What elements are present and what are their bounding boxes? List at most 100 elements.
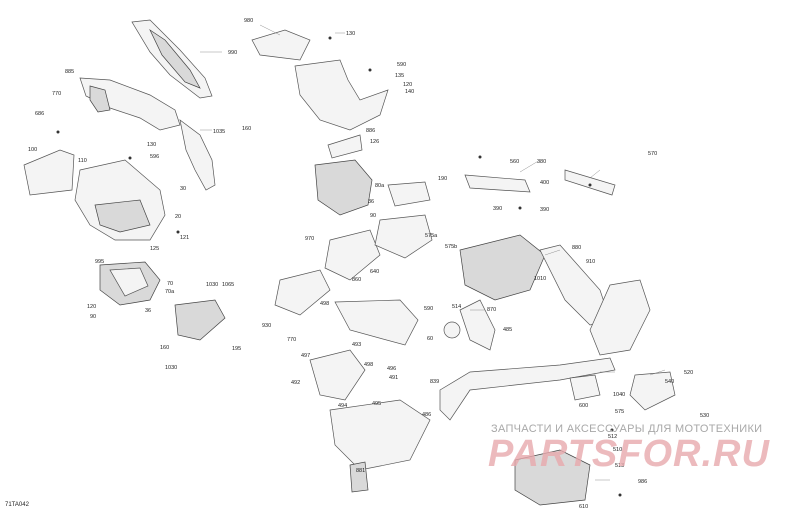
callout-label: 485 [503, 327, 512, 333]
callout-label: 491 [389, 375, 398, 381]
callout-label: 140 [405, 89, 414, 95]
callout-label: 160 [242, 126, 251, 132]
callout-label: 575 [615, 409, 624, 415]
callout-label: 160 [160, 345, 169, 351]
callout-label: 860 [352, 277, 361, 283]
callout-label: 492 [291, 380, 300, 386]
callout-label: 125 [150, 246, 159, 252]
callout-label: 486 [422, 412, 431, 418]
callout-label: 514 [452, 304, 461, 310]
callout-label: 839 [430, 379, 439, 385]
callout-label: 640 [370, 269, 379, 275]
callout-label: 590 [397, 62, 406, 68]
callout-label: 970 [305, 236, 314, 242]
callout-label: 497 [301, 353, 310, 359]
callout-label: 1065 [222, 282, 234, 288]
callout-label: 980 [244, 18, 253, 24]
callout-label: 575b [445, 244, 457, 250]
callout-label: 530 [700, 413, 709, 419]
callout-label: 540 [665, 379, 674, 385]
callout-label: 498 [364, 362, 373, 368]
callout-label: 70a [165, 289, 175, 295]
callout-label: 520 [684, 370, 693, 376]
callout-label: 1010 [534, 276, 546, 282]
callout-label: 1035 [213, 129, 225, 135]
callout-label: 496 [387, 366, 396, 372]
callout-label: 126 [370, 139, 379, 145]
callout-label: 110 [78, 158, 87, 164]
callout-label: 995 [95, 259, 104, 265]
callout-label: 495 [372, 401, 381, 407]
callout-label: 1030 [165, 365, 177, 371]
callout-label: 885 [65, 69, 74, 75]
left-bracket [99, 261, 161, 306]
callout-label: 36 [368, 199, 374, 205]
callout-label: 886 [366, 128, 375, 134]
callout-label: 195 [232, 346, 241, 352]
callout-label: 90 [370, 213, 376, 219]
fasteners [56, 36, 622, 497]
callout-label: 60 [427, 336, 433, 342]
callout-label: 80a [375, 183, 385, 189]
callout-label: 990 [228, 50, 237, 56]
callout-label: 498 [320, 301, 329, 307]
callout-label: 493 [352, 342, 361, 348]
callout-label: 570 [648, 151, 657, 157]
callout-label: 130 [147, 142, 156, 148]
callout-label: 880 [572, 245, 581, 251]
callout-label: 1030 [206, 282, 218, 288]
upper-fairing [131, 19, 213, 99]
callout-label: 686 [35, 111, 44, 117]
headlamp [514, 371, 676, 506]
callout-label: 20 [175, 214, 181, 220]
top-housing [251, 29, 389, 131]
callout-label: 121 [180, 235, 189, 241]
callout-label: 494 [338, 403, 347, 409]
callout-label: 575a [425, 233, 438, 239]
callout-label: 881 [356, 468, 365, 474]
front-bumper [439, 299, 616, 421]
callout-label: 910 [586, 259, 595, 265]
mid-panels [274, 214, 433, 346]
callout-label: 130 [346, 31, 355, 37]
diagram-code: 71TA042 [5, 502, 29, 508]
callout-label: 380 [537, 159, 546, 165]
callout-label: 770 [52, 91, 61, 97]
watermark-caption: ЗАПЧАСТИ И АКСЕССУАРЫ ДЛЯ МОТОТЕХНИКИ [491, 423, 763, 435]
right-side-panel [539, 244, 651, 356]
callout-labels: 980 130 990 135 120 140 590 886 126 885 … [28, 18, 709, 510]
callout-label: 513 [615, 463, 624, 469]
callout-label: 36 [145, 308, 151, 314]
callout-label: 1040 [613, 392, 625, 398]
front-rack [79, 77, 216, 191]
leader-lines [200, 24, 666, 481]
callout-label: 560 [510, 159, 519, 165]
callout-label: 120 [87, 304, 96, 310]
callout-label: 390 [540, 207, 549, 213]
callout-label: 70 [167, 281, 173, 287]
callout-label: 596 [150, 154, 159, 160]
center-fenders [309, 349, 431, 493]
callout-label: 770 [287, 337, 296, 343]
callout-label: 510 [613, 447, 622, 453]
callout-label: 400 [540, 180, 549, 186]
callout-label: 30 [180, 186, 186, 192]
center-frame [459, 234, 546, 301]
callout-label: 512 [608, 434, 617, 440]
callout-label: 610 [579, 504, 588, 510]
callout-label: 590 [424, 306, 433, 312]
left-footwell [23, 149, 166, 241]
upper-cross-bar [464, 169, 616, 196]
small-bracket [174, 299, 226, 341]
callout-label: 600 [579, 403, 588, 409]
callout-label: 930 [262, 323, 271, 329]
callout-label: 390 [493, 206, 502, 212]
callout-label: 135 [395, 73, 404, 79]
center-electronics [314, 134, 431, 216]
callout-label: 190 [438, 176, 447, 182]
callout-label: 90 [90, 314, 96, 320]
callout-label: 986 [638, 479, 647, 485]
callout-label: 870 [487, 307, 496, 313]
callout-label: 100 [28, 147, 37, 153]
